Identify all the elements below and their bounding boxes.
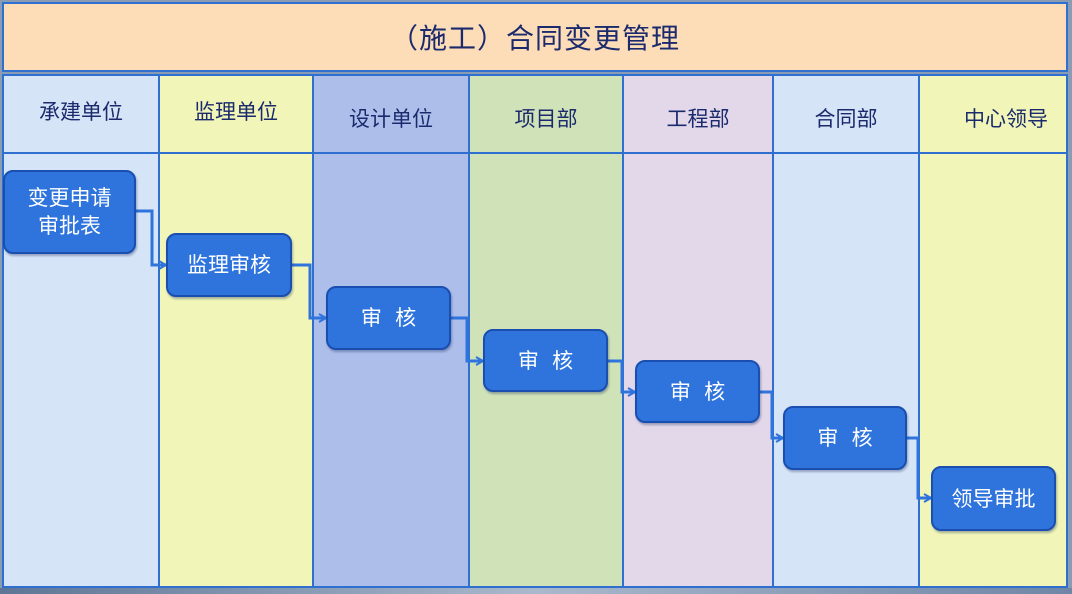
window-bottom-strip [0,588,1072,594]
lane-header-project-dept: 项目部 [468,74,624,154]
node-supervisor-review[interactable]: 监理审核 [166,233,292,297]
node-project-dept-review[interactable]: 审 核 [483,329,608,392]
lane-body-contract-dept [772,154,920,588]
lane-header-center-leadership: 中心领导 [918,74,1068,154]
lane-header-engineering-dept: 工程部 [622,74,774,154]
diagram-title: （施工）合同变更管理 [2,2,1068,72]
lane-body-supervisor [158,154,314,588]
node-engineering-dept-review[interactable]: 审 核 [635,360,760,423]
node-designer-review[interactable]: 审 核 [326,286,451,350]
lane-body-designer [312,154,470,588]
node-leadership-approval[interactable]: 领导审批 [931,466,1056,531]
lane-header-contract-dept: 合同部 [772,74,920,154]
lane-header-designer: 设计单位 [312,74,470,154]
lane-header-builder: 承建单位 [2,74,160,154]
node-contract-dept-review[interactable]: 审 核 [783,406,907,470]
node-change-request-form[interactable]: 变更申请 审批表 [3,170,136,254]
lane-header-supervisor: 监理单位 [158,74,314,154]
